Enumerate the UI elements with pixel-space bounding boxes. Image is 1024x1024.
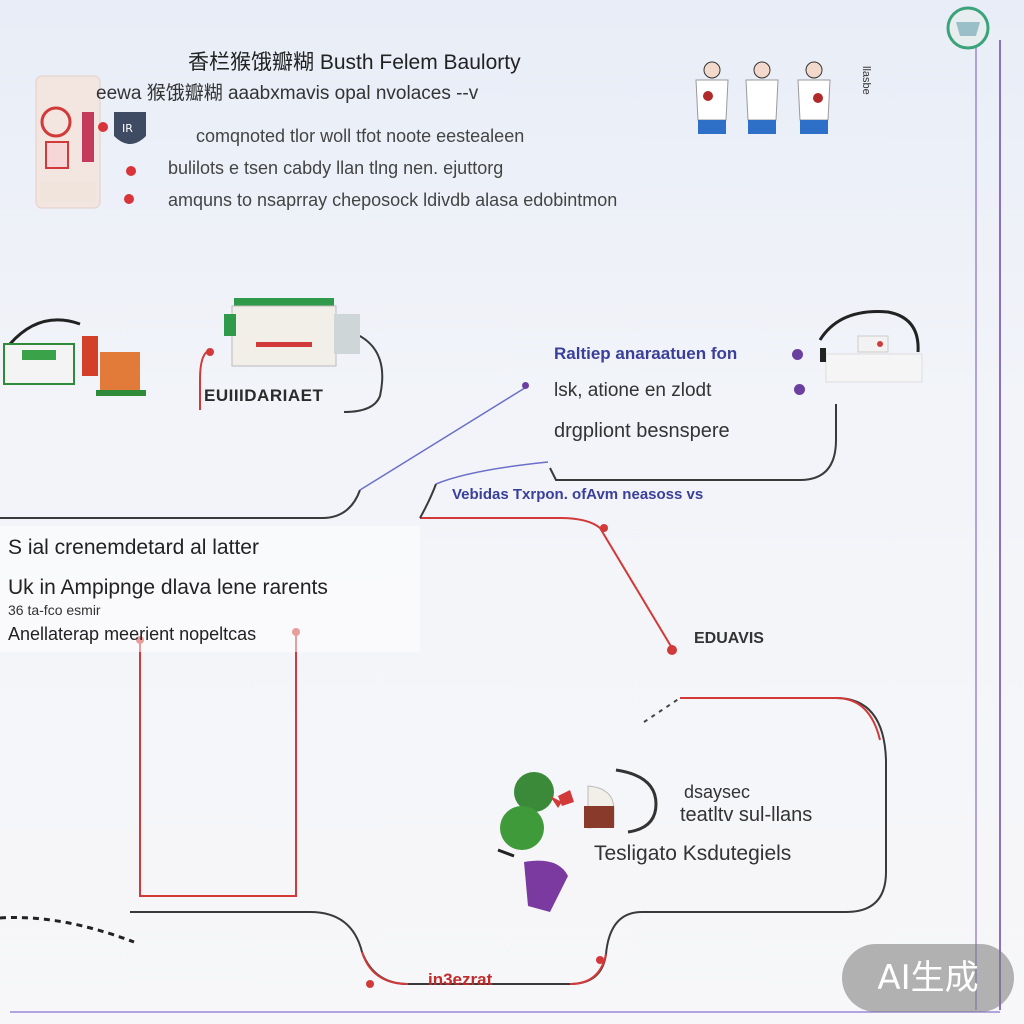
bullet-dot xyxy=(126,166,136,176)
robot-illustration-icon xyxy=(34,72,104,210)
connector-bottom-red xyxy=(569,953,607,985)
bullet-dot xyxy=(124,194,134,204)
red-dot xyxy=(667,645,677,655)
right-node-line: lsk, atione en zlodt xyxy=(554,380,712,401)
connector-top-hook xyxy=(343,333,384,413)
bottom-node-line: dsaysec xyxy=(684,782,751,802)
purple-dot xyxy=(522,382,529,389)
bullet-dot xyxy=(98,122,108,132)
red-dot xyxy=(206,348,214,356)
mid-connector-label: Vebidas Txrpon. ofAvm neasoss vs xyxy=(452,486,704,503)
red-dot xyxy=(366,980,374,988)
header-title: 香栏猴饿瓣糊 Busth Felem Baulorty xyxy=(188,51,521,74)
header-bullet: bulilots e tsen cabdy llan tlng nen. eju… xyxy=(168,158,504,178)
bottom-node-line: teatltv sul-llans xyxy=(680,804,813,826)
connector-mid-arrow xyxy=(435,461,549,485)
right-node-title: Raltiep anaraatuen fon xyxy=(554,344,738,363)
right-node-line: drgpliont besnspere xyxy=(554,420,730,442)
connector-red-diagonal xyxy=(420,517,673,649)
main-node-label: EUIIIDARIAET xyxy=(204,386,324,405)
header-bullet: comqnoted tlor woll tfot noote eestealee… xyxy=(196,126,525,146)
left-node-line: S ial crenemdetard al latter xyxy=(8,536,259,559)
person-figure-icon xyxy=(686,58,846,142)
header-bullet: amquns to nsaprray cheposock ldivdb alas… xyxy=(168,190,618,210)
red-dot xyxy=(596,956,604,964)
connector-mid-join xyxy=(419,483,437,519)
character-illustration-icon xyxy=(488,766,664,916)
machine-illustration-icon xyxy=(0,304,150,400)
corner-device-icon xyxy=(956,22,980,36)
left-node-line: Uk in Ampipnge dlava lene rarents xyxy=(8,576,328,599)
lamp-illustration-icon xyxy=(818,318,926,388)
left-node-line: Anellaterap meerient nopeltcas xyxy=(8,624,257,644)
shield-icon: IR xyxy=(112,108,148,152)
left-text-panel xyxy=(0,526,420,652)
dashed-short xyxy=(643,697,681,723)
connector-right-loop xyxy=(549,404,837,481)
connector-lower-loop xyxy=(130,697,887,985)
ai-generated-badge: AI生成 xyxy=(842,944,1014,1012)
purple-dot xyxy=(794,384,805,395)
header-line: eewa 猴饿瓣糊 aaabxmavis opal nvolaces --v xyxy=(96,83,479,104)
side-vertical-text: llasbe xyxy=(860,66,872,95)
lamp-arc xyxy=(818,310,920,353)
dashed-curve xyxy=(0,916,135,944)
red-dot xyxy=(600,524,608,532)
purple-dot xyxy=(792,349,803,360)
svg-text:IR: IR xyxy=(122,122,133,135)
connector-hub-to-right xyxy=(359,385,529,491)
connector-red-rect xyxy=(139,630,297,897)
bottom-node-label: in3ezrat xyxy=(428,970,493,989)
left-node-line: 36 ta-fco esmir xyxy=(8,602,101,618)
connector-bottom-red-left xyxy=(361,951,409,985)
bottom-node-line: Tesligato Ksdutegiels xyxy=(594,842,792,865)
connector-left-to-hub xyxy=(0,489,361,519)
side-node-label: EDUAVIS xyxy=(694,630,764,647)
connector-lower-red xyxy=(680,697,881,741)
tray-illustration-icon xyxy=(222,296,362,372)
